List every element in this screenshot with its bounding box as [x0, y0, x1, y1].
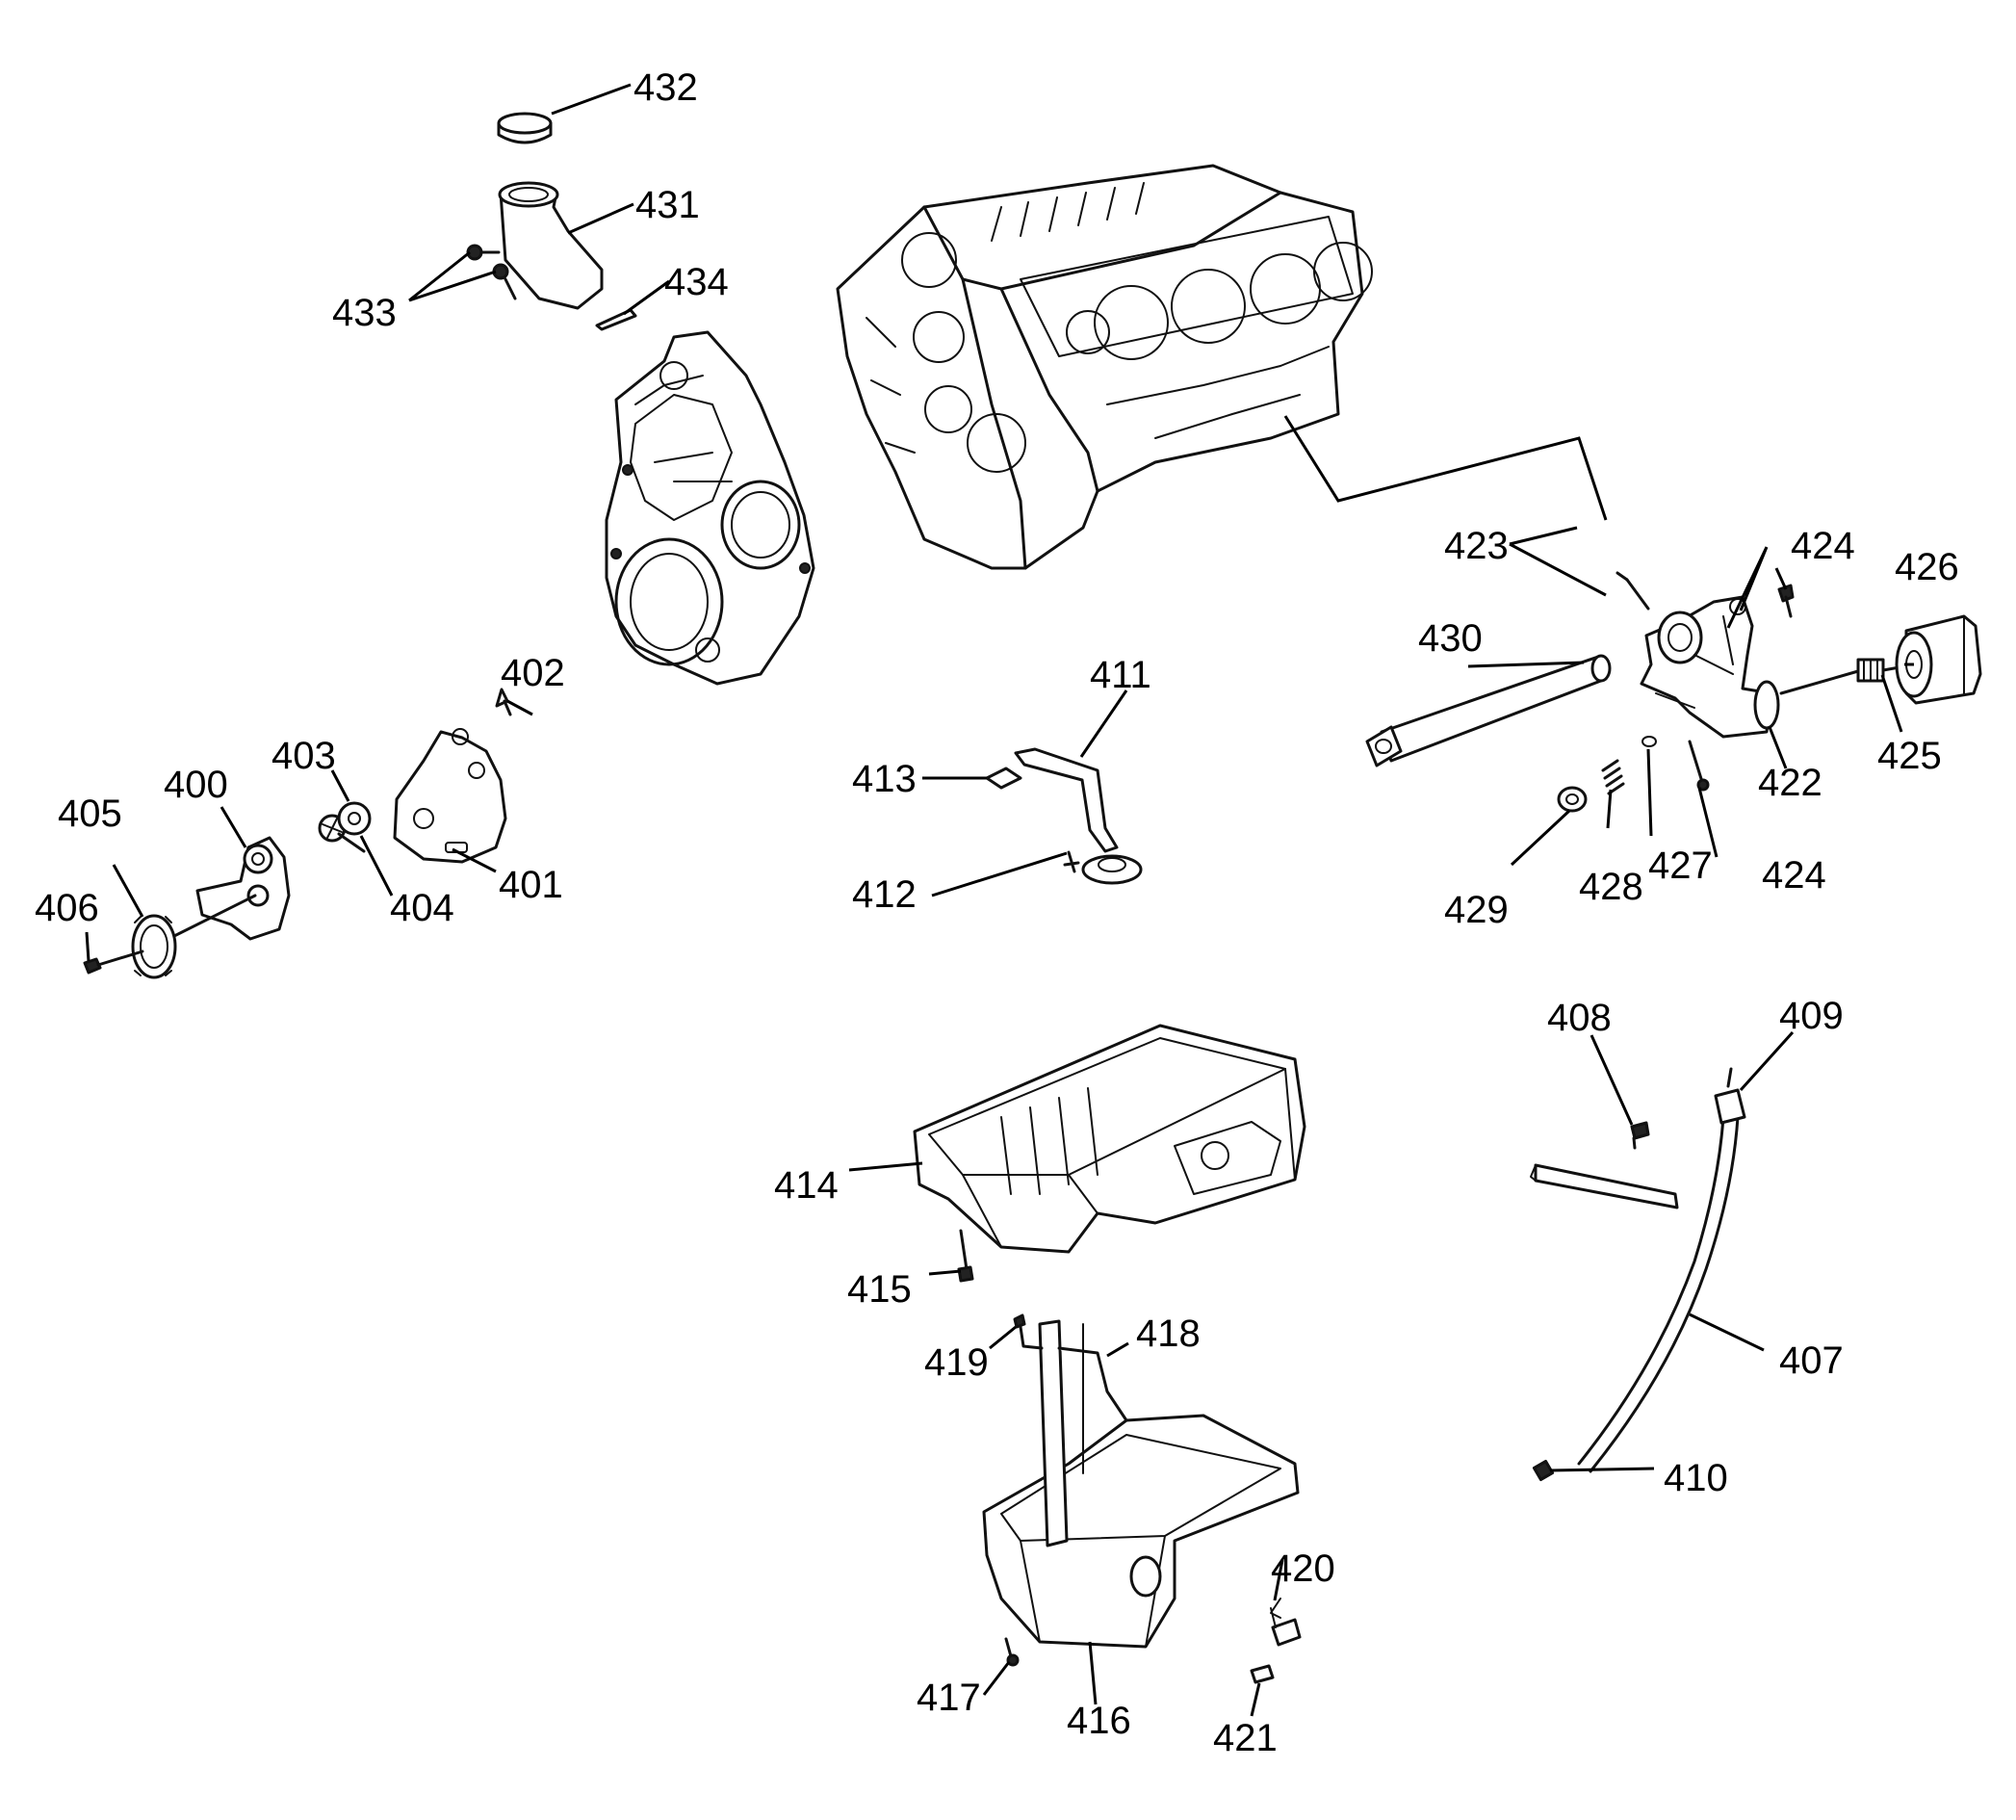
lower-pan-bolt — [1013, 1313, 1044, 1350]
callout-424-lower: 424 — [1762, 854, 1826, 897]
callout-422: 422 — [1758, 762, 1822, 804]
callout-416: 416 — [1067, 1700, 1131, 1742]
bypass-valve-ring — [1641, 736, 1657, 747]
oil-level-indicator-tube — [1530, 1115, 1740, 1473]
oil-pump-sprocket-bolt — [83, 949, 144, 975]
callout-420: 420 — [1271, 1547, 1335, 1590]
callout-402: 402 — [501, 652, 565, 694]
upper-oil-pan — [913, 1024, 1306, 1254]
oil-pump-cover — [393, 728, 507, 864]
callout-429: 429 — [1444, 889, 1509, 931]
block-oil-filter-adapter-leader — [1283, 415, 1608, 521]
callout-408: 408 — [1547, 997, 1612, 1039]
callout-413: 413 — [852, 758, 917, 800]
oil-level-sensor-clip — [1250, 1664, 1275, 1684]
callout-428: 428 — [1579, 866, 1643, 908]
callout-433: 433 — [332, 292, 397, 334]
oil-filter-adapter — [1640, 595, 1780, 739]
callout-410: 410 — [1664, 1457, 1728, 1499]
oil-filler-cap — [497, 112, 553, 144]
callout-432: 432 — [633, 66, 698, 109]
callout-415: 415 — [847, 1268, 912, 1311]
callout-434: 434 — [664, 261, 729, 303]
callout-409: 409 — [1779, 995, 1844, 1037]
oil-pump-sprocket — [131, 914, 177, 979]
bypass-valve-spring — [1601, 759, 1625, 795]
callout-419: 419 — [924, 1341, 989, 1384]
callout-421: 421 — [1213, 1717, 1278, 1759]
callout-431: 431 — [635, 184, 700, 226]
oil-level-indicator — [1714, 1067, 1746, 1125]
callout-404: 404 — [390, 887, 454, 929]
oil-pump-screen-gasket — [985, 767, 1022, 790]
callout-430: 430 — [1418, 617, 1483, 660]
oil-pump-screen — [1014, 747, 1143, 885]
bypass-valve-plug — [1557, 786, 1588, 813]
oil-filler-tube — [498, 181, 604, 310]
adapter-bolt-lower — [1688, 740, 1710, 792]
callout-401: 401 — [499, 864, 563, 906]
callout-403: 403 — [271, 735, 336, 777]
callout-414: 414 — [774, 1164, 839, 1207]
leader-lines — [85, 83, 1914, 1717]
callout-426: 426 — [1895, 546, 1959, 588]
callout-406: 406 — [35, 887, 99, 929]
oil-level-sensor-tube — [1038, 1319, 1128, 1547]
callout-411: 411 — [1090, 654, 1151, 696]
callout-407: 407 — [1779, 1339, 1844, 1382]
callout-423: 423 — [1444, 525, 1509, 567]
callout-427: 427 — [1648, 845, 1713, 887]
oil-pump-screen-bolt — [1063, 850, 1080, 873]
lower-oil-pan — [982, 1414, 1300, 1649]
callout-424-upper: 424 — [1791, 525, 1855, 567]
oil-level-sensor — [1270, 1598, 1302, 1647]
callout-405: 405 — [58, 793, 122, 835]
oil-pump-cover-screw — [495, 688, 512, 716]
engine-front-cover — [605, 330, 815, 686]
oil-pan-drain-plug — [1004, 1637, 1020, 1667]
filler-tube-seal — [595, 308, 637, 331]
engine-block — [836, 164, 1373, 570]
adapter-bolt-upper — [1777, 584, 1795, 618]
oil-filter — [1895, 614, 1982, 705]
adapter-bolt-pair — [1615, 571, 1650, 611]
oil-pump-driven-gear — [337, 801, 372, 836]
oil-cooler-pipe — [1365, 654, 1612, 767]
callout-417: 417 — [917, 1677, 981, 1719]
upper-pan-bolt — [957, 1229, 974, 1283]
callout-412: 412 — [852, 873, 917, 916]
oil-level-indicator-tube-seal — [1532, 1459, 1555, 1482]
callout-425: 425 — [1877, 735, 1942, 777]
callout-418: 418 — [1136, 1313, 1201, 1355]
oil-level-indicator-tube-bolt — [1630, 1121, 1650, 1150]
callout-400: 400 — [164, 764, 228, 806]
callout-labels: 432 431 434 433 402 403 400 405 406 404 … — [35, 66, 1959, 1759]
